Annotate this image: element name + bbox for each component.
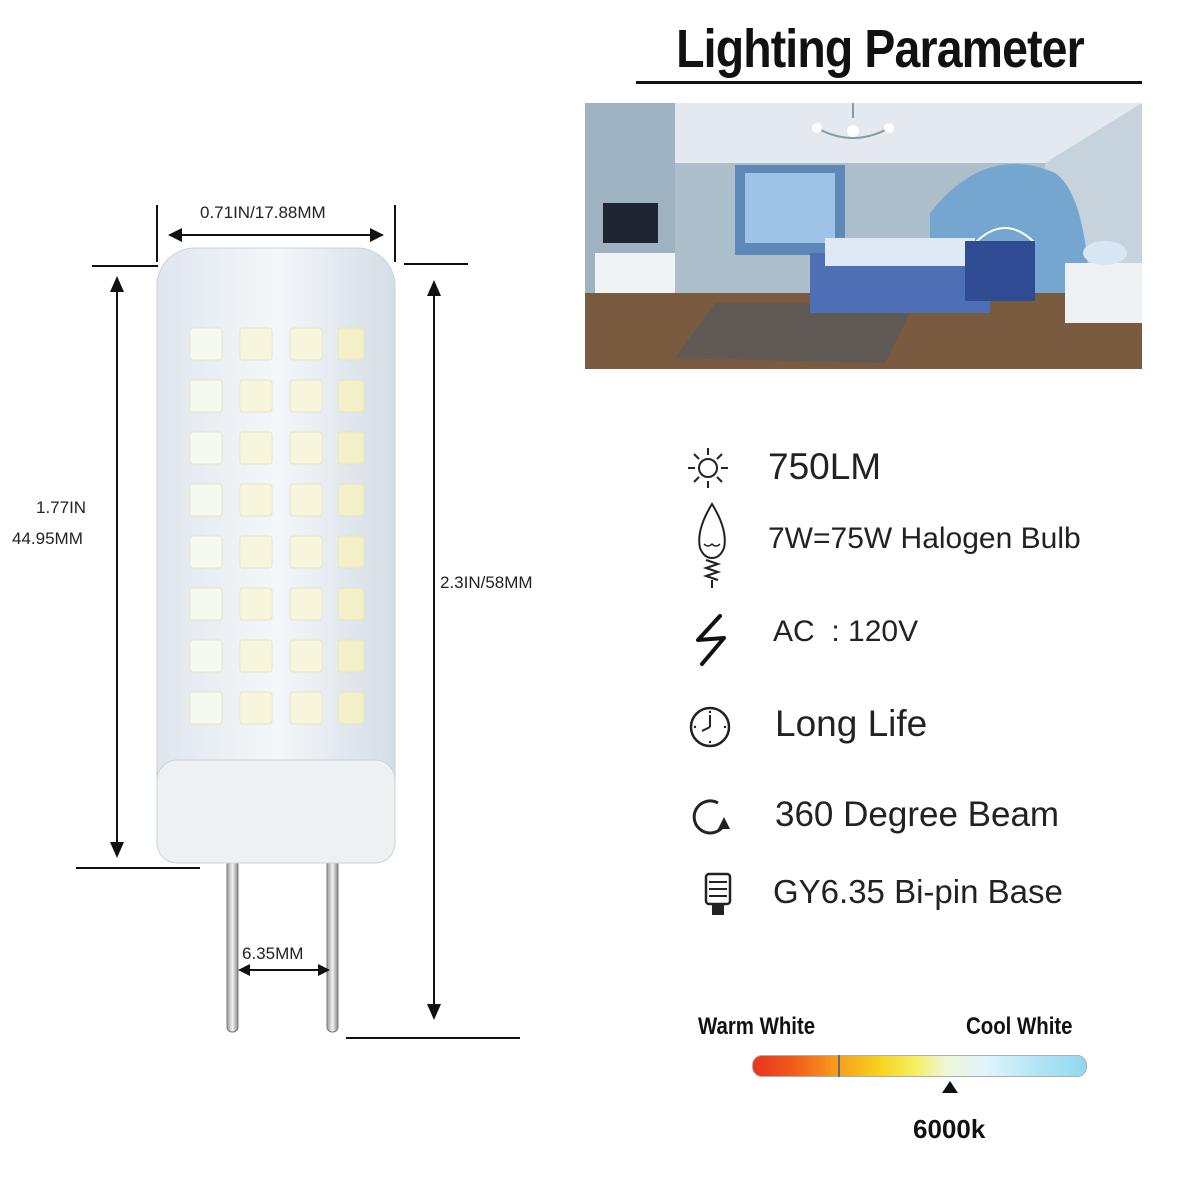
led-chip: [289, 691, 323, 725]
led-chip: [337, 691, 365, 725]
base-icon: [704, 872, 732, 915]
sun-icon: [688, 448, 728, 488]
led-chip: [337, 379, 365, 413]
bulb-diagram: [76, 205, 520, 1039]
dimension-lines: [76, 205, 520, 1039]
base-text: GY6.35 Bi-pin Base: [773, 873, 1063, 910]
led-chip: [239, 327, 273, 361]
led-chip: [337, 327, 365, 361]
led-grid: [189, 327, 365, 725]
total-length-label: 2.3IN/58MM: [440, 573, 533, 592]
height-inch-label: 1.77IN: [36, 498, 87, 517]
led-chip: [189, 587, 223, 621]
led-chip: [239, 431, 273, 465]
led-chip: [189, 691, 223, 725]
led-chip: [289, 483, 323, 517]
voltage-text: AC : 120V: [773, 615, 919, 648]
led-chip: [239, 639, 273, 673]
led-chip: [239, 587, 273, 621]
led-chip: [289, 639, 323, 673]
color-temperature-bar: [752, 1055, 1087, 1077]
led-chip: [239, 691, 273, 725]
led-chip: [189, 483, 223, 517]
cool-white-label: Cool White: [966, 1013, 1073, 1040]
led-chip: [239, 483, 273, 517]
lightning-icon: [696, 614, 726, 666]
led-chip: [337, 431, 365, 465]
bulb-base: [156, 759, 396, 864]
led-chip: [337, 483, 365, 517]
led-chip: [337, 639, 365, 673]
led-chip: [239, 379, 273, 413]
lumen-text: 750LM: [768, 446, 882, 487]
led-chip: [337, 535, 365, 569]
title-underline: [636, 81, 1142, 84]
scale-divider: [838, 1055, 840, 1077]
clock-icon: [689, 706, 731, 748]
temperature-value: 6000k: [913, 1114, 986, 1144]
led-chip: [189, 639, 223, 673]
dimension-arrowheads: [110, 228, 441, 1020]
temperature-marker-icon: [941, 1081, 958, 1093]
beam-text: 360 Degree Beam: [775, 795, 1060, 834]
led-chip: [289, 431, 323, 465]
led-chip: [189, 327, 223, 361]
led-chip: [189, 535, 223, 569]
led-chip: [289, 535, 323, 569]
led-chip: [189, 431, 223, 465]
led-chip: [239, 535, 273, 569]
rotate-icon: [692, 799, 730, 835]
bedroom-photo: [585, 103, 1142, 369]
candle-bulb-icon: [698, 502, 726, 588]
page-title: Lighting Parameter: [676, 19, 1085, 79]
led-chip: [337, 587, 365, 621]
led-chip: [289, 379, 323, 413]
led-chip: [289, 327, 323, 361]
height-mm-label: 44.95MM: [12, 529, 83, 548]
wattage-text: 7W=75W Halogen Bulb: [768, 522, 1081, 555]
width-dimension-label: 0.71IN/17.88MM: [200, 203, 326, 222]
pin-right: [326, 859, 339, 1033]
pin-spacing-label: 6.35MM: [242, 944, 304, 963]
led-chip: [189, 379, 223, 413]
pin-left: [226, 859, 239, 1033]
led-chip: [289, 587, 323, 621]
life-text: Long Life: [775, 703, 928, 744]
warm-white-label: Warm White: [698, 1013, 816, 1040]
